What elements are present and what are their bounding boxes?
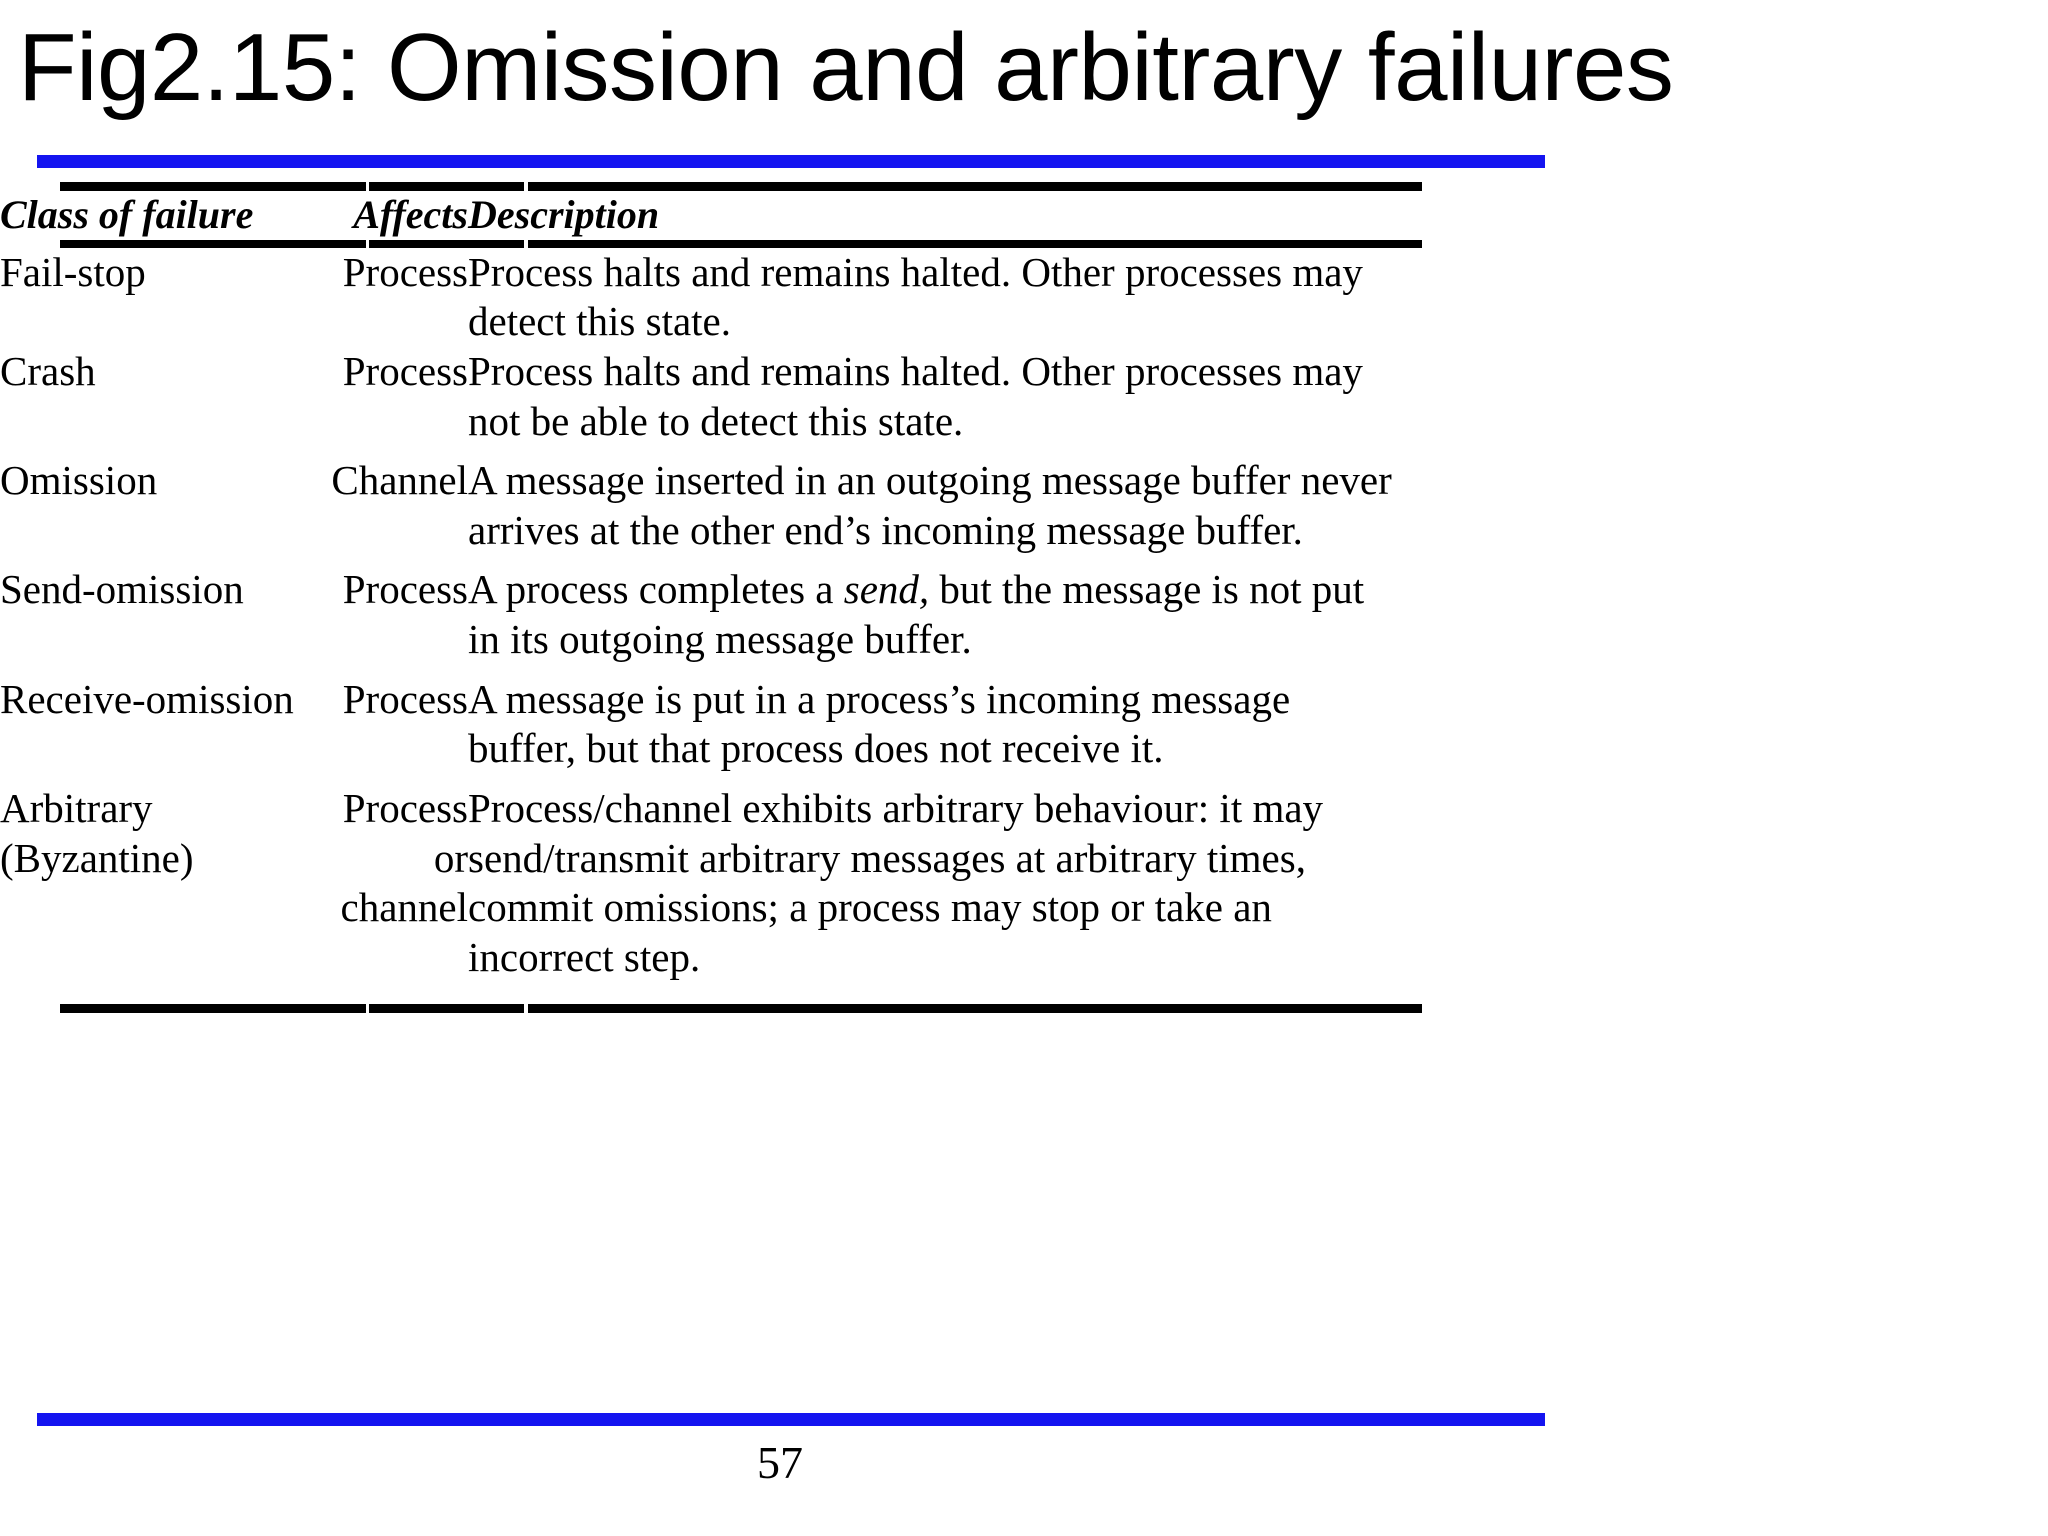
accent-rule-top bbox=[37, 155, 1545, 168]
failure-table-body: Fail-stop Process Process halts and rema… bbox=[0, 248, 1560, 983]
cell-affects: Process bbox=[342, 566, 468, 613]
rule-segment-affects bbox=[369, 1004, 524, 1014]
description-line: Process halts and remains halted. Other … bbox=[468, 348, 1363, 395]
table-row: Send-omission Process A process complete… bbox=[0, 555, 1560, 664]
cell-description: A message inserted in an outgoing messag… bbox=[468, 446, 1560, 555]
table-row: Crash Process Process halts and remains … bbox=[0, 347, 1560, 446]
accent-rule-bottom bbox=[37, 1413, 1545, 1426]
cell-affects: Process or channel bbox=[340, 784, 468, 931]
table-rule-top bbox=[0, 182, 1560, 191]
table-row: Arbitrary (Byzantine) Process or channel… bbox=[0, 774, 1560, 982]
cell-description: Process halts and remains halted. Other … bbox=[468, 347, 1560, 446]
cell-affects: Process bbox=[342, 675, 468, 722]
cell-class-of-failure: Arbitrary (Byzantine) bbox=[0, 784, 194, 881]
cell-class-of-failure: Omission bbox=[0, 457, 158, 504]
cell-class-of-failure: Send-omission bbox=[0, 566, 244, 613]
rule-segment-description bbox=[528, 239, 1422, 248]
rule-segment-class bbox=[60, 182, 366, 191]
description-text-pre: A process completes a bbox=[468, 566, 844, 613]
cell-description: Process/channel exhibits arbitrary behav… bbox=[468, 774, 1560, 982]
rule-segment-affects bbox=[369, 239, 524, 248]
page-title: Fig2.15: Omission and arbitrary failures bbox=[18, 14, 1674, 121]
description-line: Process/channel exhibits arbitrary behav… bbox=[468, 784, 1324, 831]
rule-segment-class bbox=[60, 1004, 366, 1014]
description-emphasis: send, bbox=[843, 566, 930, 613]
description-line: A message inserted in an outgoing messag… bbox=[468, 457, 1392, 504]
failure-table: Class of failure Affects Description bbox=[0, 191, 1560, 240]
description-text-post: but the message is not put bbox=[929, 566, 1365, 613]
table-rule-bottom bbox=[0, 1004, 1560, 1014]
table-row: Omission Channel A message inserted in a… bbox=[0, 446, 1560, 555]
cell-description: Process halts and remains halted. Other … bbox=[468, 248, 1560, 347]
description-line: send/transmit arbitrary messages at arbi… bbox=[468, 834, 1306, 881]
failure-table-container: Class of failure Affects Description Fai… bbox=[0, 182, 2048, 1014]
description-line: not be able to detect this state. bbox=[468, 397, 964, 444]
cell-affects: Process bbox=[342, 348, 468, 395]
table-row: Receive-omission Process A message is pu… bbox=[0, 665, 1560, 774]
cell-affects: Channel bbox=[331, 457, 468, 504]
rule-segment-class bbox=[60, 239, 366, 248]
page-number: 57 bbox=[757, 1437, 803, 1488]
description-line: A process completes a send, but the mess… bbox=[468, 565, 1560, 615]
cell-class-of-failure: Crash bbox=[0, 348, 96, 395]
description-line: in its outgoing message buffer. bbox=[468, 616, 972, 663]
rule-segment-description bbox=[528, 1004, 1422, 1014]
description-line: buffer, but that process does not receiv… bbox=[468, 725, 1164, 772]
cell-class-of-failure: Fail-stop bbox=[0, 248, 146, 295]
rule-segment-description bbox=[528, 182, 1422, 191]
column-header-class-of-failure: Class of failure bbox=[0, 192, 254, 237]
description-line: commit omissions; a process may stop or … bbox=[468, 884, 1272, 931]
cell-class-of-failure: Receive-omission bbox=[0, 675, 294, 722]
rule-segment-affects bbox=[369, 182, 524, 191]
cell-affects: Process bbox=[342, 248, 468, 295]
description-line: arrives at the other end’s incoming mess… bbox=[468, 506, 1303, 553]
cell-description: A process completes a send, but the mess… bbox=[468, 555, 1560, 664]
cell-description: A message is put in a process’s incoming… bbox=[468, 665, 1560, 774]
description-line: incorrect step. bbox=[468, 933, 701, 980]
description-line: Process halts and remains halted. Other … bbox=[468, 248, 1363, 295]
table-row: Fail-stop Process Process halts and rema… bbox=[0, 248, 1560, 347]
column-header-affects: Affects bbox=[353, 192, 468, 237]
description-line: A message is put in a process’s incoming… bbox=[468, 675, 1291, 722]
table-header-row: Class of failure Affects Description bbox=[0, 191, 1560, 240]
description-line: detect this state. bbox=[468, 298, 731, 345]
table-rule-header bbox=[0, 239, 1560, 248]
column-header-description: Description bbox=[468, 192, 660, 237]
